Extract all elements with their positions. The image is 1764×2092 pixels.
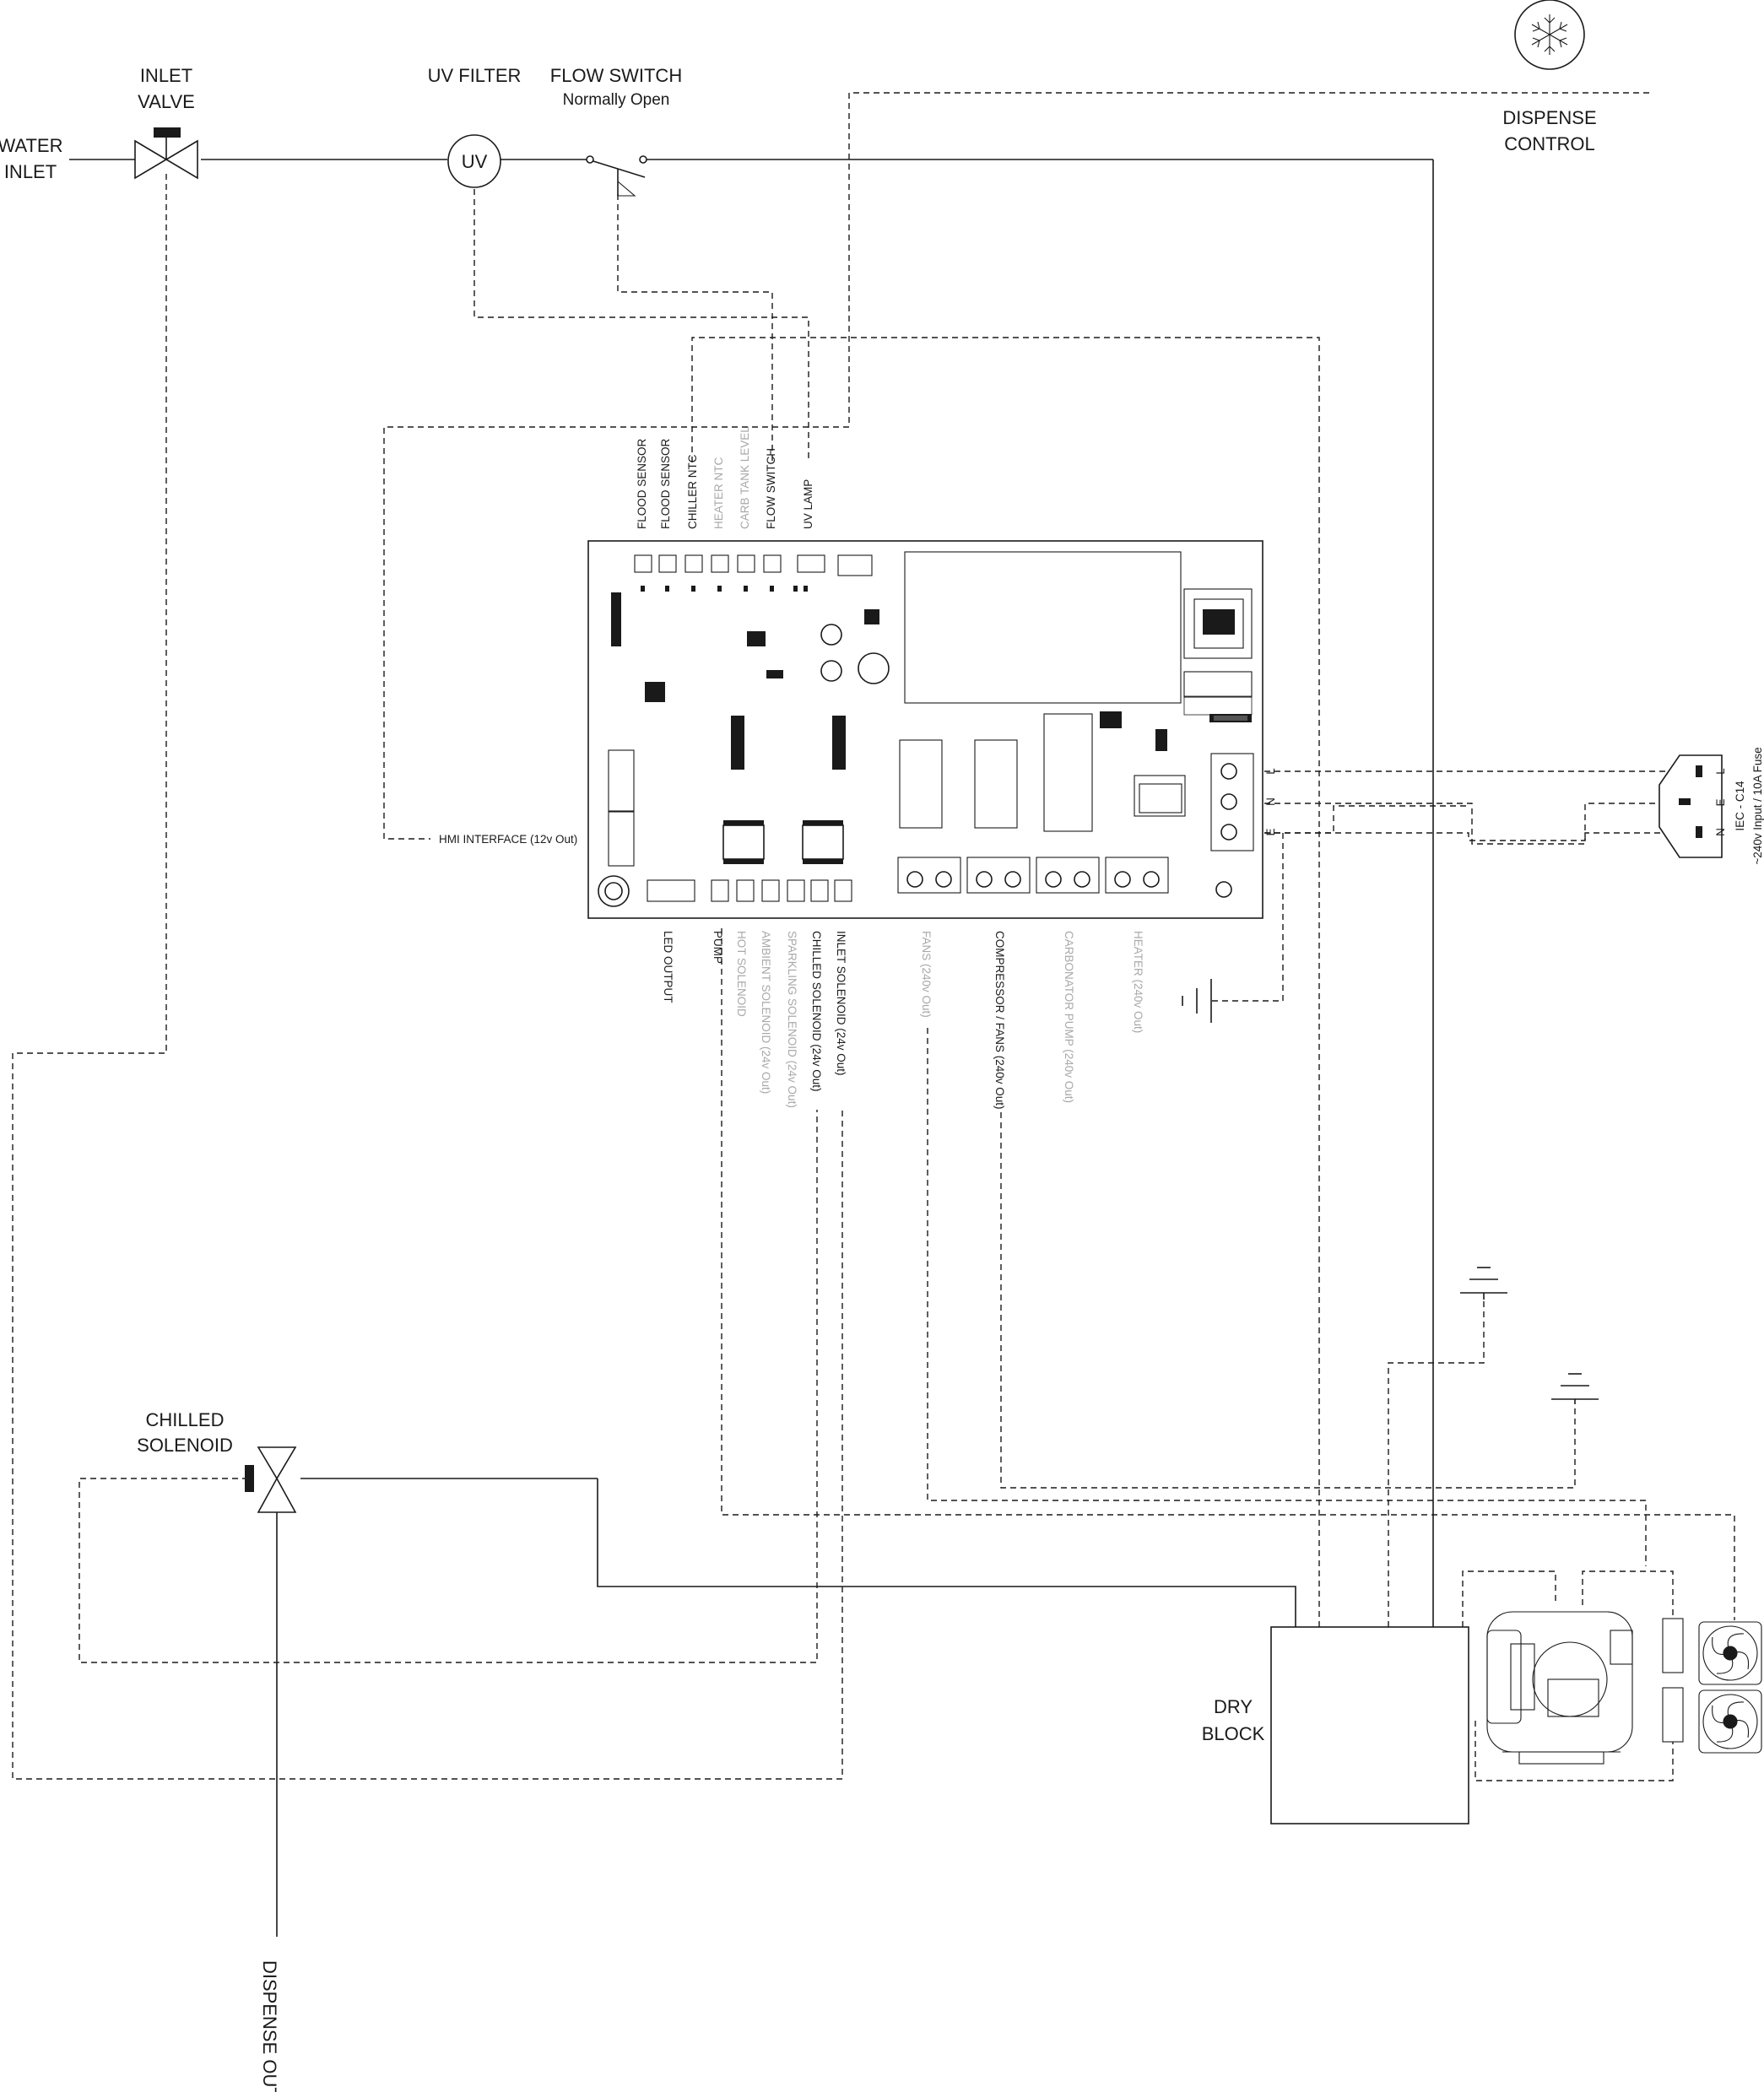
ground-icon: [1460, 1267, 1507, 1300]
labels-mains-terminals-0-label: L: [1264, 768, 1277, 775]
labels-iec-pins-1-label: E: [1714, 798, 1727, 806]
labels-uv-symbol-label: UV: [462, 151, 488, 172]
chilled-line: [276, 1478, 1296, 1937]
top-connectors-0-label-label: FLOOD SENSOR: [636, 438, 648, 529]
inlet-valve: INLET VALVE: [134, 65, 198, 180]
dispense-control: DISPENSE CONTROL: [1502, 0, 1597, 154]
bottom-connectors-4-label-label: SPARKLING SOLENOID (24v Out): [786, 931, 798, 1108]
ground-icon: [1182, 979, 1212, 1023]
labels-inlet-valve-1-label: VALVE: [138, 91, 195, 112]
rj-connector: [1183, 588, 1253, 659]
labels-water-inlet-0-label: WATER: [0, 135, 63, 156]
power-outputs-2-label-label: CARBONATOR PUMP (240v Out): [1063, 931, 1075, 1103]
solenoid-actuator-icon: [245, 1465, 254, 1492]
bottom-connectors: [647, 879, 852, 902]
valve-actuator-icon: [154, 127, 181, 138]
bottom-connectors-1-label-label: PUMP: [712, 931, 724, 964]
labels-dispense-control-1-label: CONTROL: [1504, 133, 1595, 154]
labels-flow-switch-label: FLOW SWITCH: [550, 65, 682, 86]
fan-icon: [1698, 1621, 1762, 1685]
bottom-connector-labels: LED OUTPUT PUMP HOT SOLENOID AMBIENT SOL…: [662, 931, 847, 1108]
uv-filter: UV FILTER UV: [428, 65, 522, 188]
labels-inlet-valve-0-label: INLET: [140, 65, 192, 86]
capacitor-pair: [1662, 1618, 1684, 1743]
labels-dispense-out-label: DISPENSE OUT: [259, 1960, 280, 2092]
power-output-labels: FANS (240v Out) COMPRESSOR / FANS (240v …: [920, 931, 1144, 1110]
relays: [899, 713, 1093, 832]
labels-iec-sub-label: ~240v Input / 10A Fuse: [1751, 747, 1764, 864]
iec-c14-inlet: L E N IEC - C14 ~240v Input / 10A Fuse: [1658, 747, 1764, 865]
labels-iec-title-label: IEC - C14: [1734, 781, 1746, 831]
labels-dry-block-0-label: DRY: [1214, 1696, 1253, 1717]
top-connectors-1-label-label: FLOOD SENSOR: [659, 438, 672, 529]
snowflake-glyph: [1531, 14, 1568, 55]
top-connectors: [634, 554, 873, 576]
chilled-solenoid: CHILLED SOLENOID: [137, 1409, 297, 1513]
dispense-out-label: DISPENSE OUT: [259, 1960, 280, 2092]
labels-dry-block-1-label: BLOCK: [1202, 1723, 1265, 1744]
top-connectors-4-label-label: CARB TANK LEVEL: [739, 426, 751, 529]
top-connectors-2-label-label: CHILLER NTC: [686, 454, 699, 529]
labels-water-inlet-1-label: INLET: [4, 161, 57, 182]
control-wiring: [12, 92, 1735, 1781]
bottom-connectors-2-label-label: HOT SOLENOID: [735, 931, 748, 1017]
top-connectors-6-label-label: UV LAMP: [802, 479, 814, 529]
labels-dispense-control-0-label: DISPENSE: [1502, 107, 1596, 128]
bottom-connectors-5-label-label: CHILLED SOLENOID (24v Out): [810, 931, 823, 1092]
ground-icon: [1551, 1373, 1599, 1404]
labels-uv-filter-label: UV FILTER: [428, 65, 522, 86]
compressor-icon: [1486, 1611, 1633, 1765]
bottom-connectors-3-label-label: AMBIENT SOLENOID (24v Out): [760, 931, 772, 1094]
control-board: FLOOD SENSOR FLOOD SENSOR CHILLER NTC HE…: [587, 426, 1277, 919]
labels-chilled-solenoid-1-label: SOLENOID: [137, 1435, 233, 1456]
top-connectors-5-label-label: FLOW SWITCH: [765, 448, 777, 529]
fan-icon: [1698, 1689, 1762, 1754]
labels-chilled-solenoid-0-label: CHILLED: [146, 1409, 225, 1430]
bottom-connectors-0-label-label: LED OUTPUT: [662, 931, 674, 1003]
labels-flow-switch-sub-label: Normally Open: [563, 91, 670, 109]
dry-block: DRY BLOCK: [1202, 1626, 1469, 1824]
labels-mains-terminals-1-label: N: [1264, 797, 1277, 806]
power-terminals: [897, 857, 1169, 894]
hmi-interface-label: HMI INTERFACE (12v Out): [439, 833, 577, 846]
flow-switch: FLOW SWITCH Normally Open: [550, 65, 682, 197]
mains-terminal-block: L N E: [1210, 753, 1277, 851]
water-inlet-label: WATER INLET: [0, 135, 63, 182]
top-connectors-3-label-label: HEATER NTC: [712, 457, 725, 529]
water-line: [69, 159, 1434, 1627]
labels-iec-pins-2-label: N: [1714, 828, 1727, 836]
labels-iec-pins-0-label: L: [1714, 768, 1727, 775]
power-outputs-1-label-label: COMPRESSOR / FANS (240v Out): [993, 931, 1006, 1110]
power-outputs-0-label-label: FANS (240v Out): [920, 931, 933, 1018]
power-outputs-3-label-label: HEATER (240v Out): [1132, 931, 1144, 1033]
bottom-connectors-6-label-label: INLET SOLENOID (24v Out): [835, 931, 847, 1076]
top-connector-labels: FLOOD SENSOR FLOOD SENSOR CHILLER NTC HE…: [636, 426, 814, 529]
labels-mains-terminals-2-label: E: [1264, 828, 1277, 835]
